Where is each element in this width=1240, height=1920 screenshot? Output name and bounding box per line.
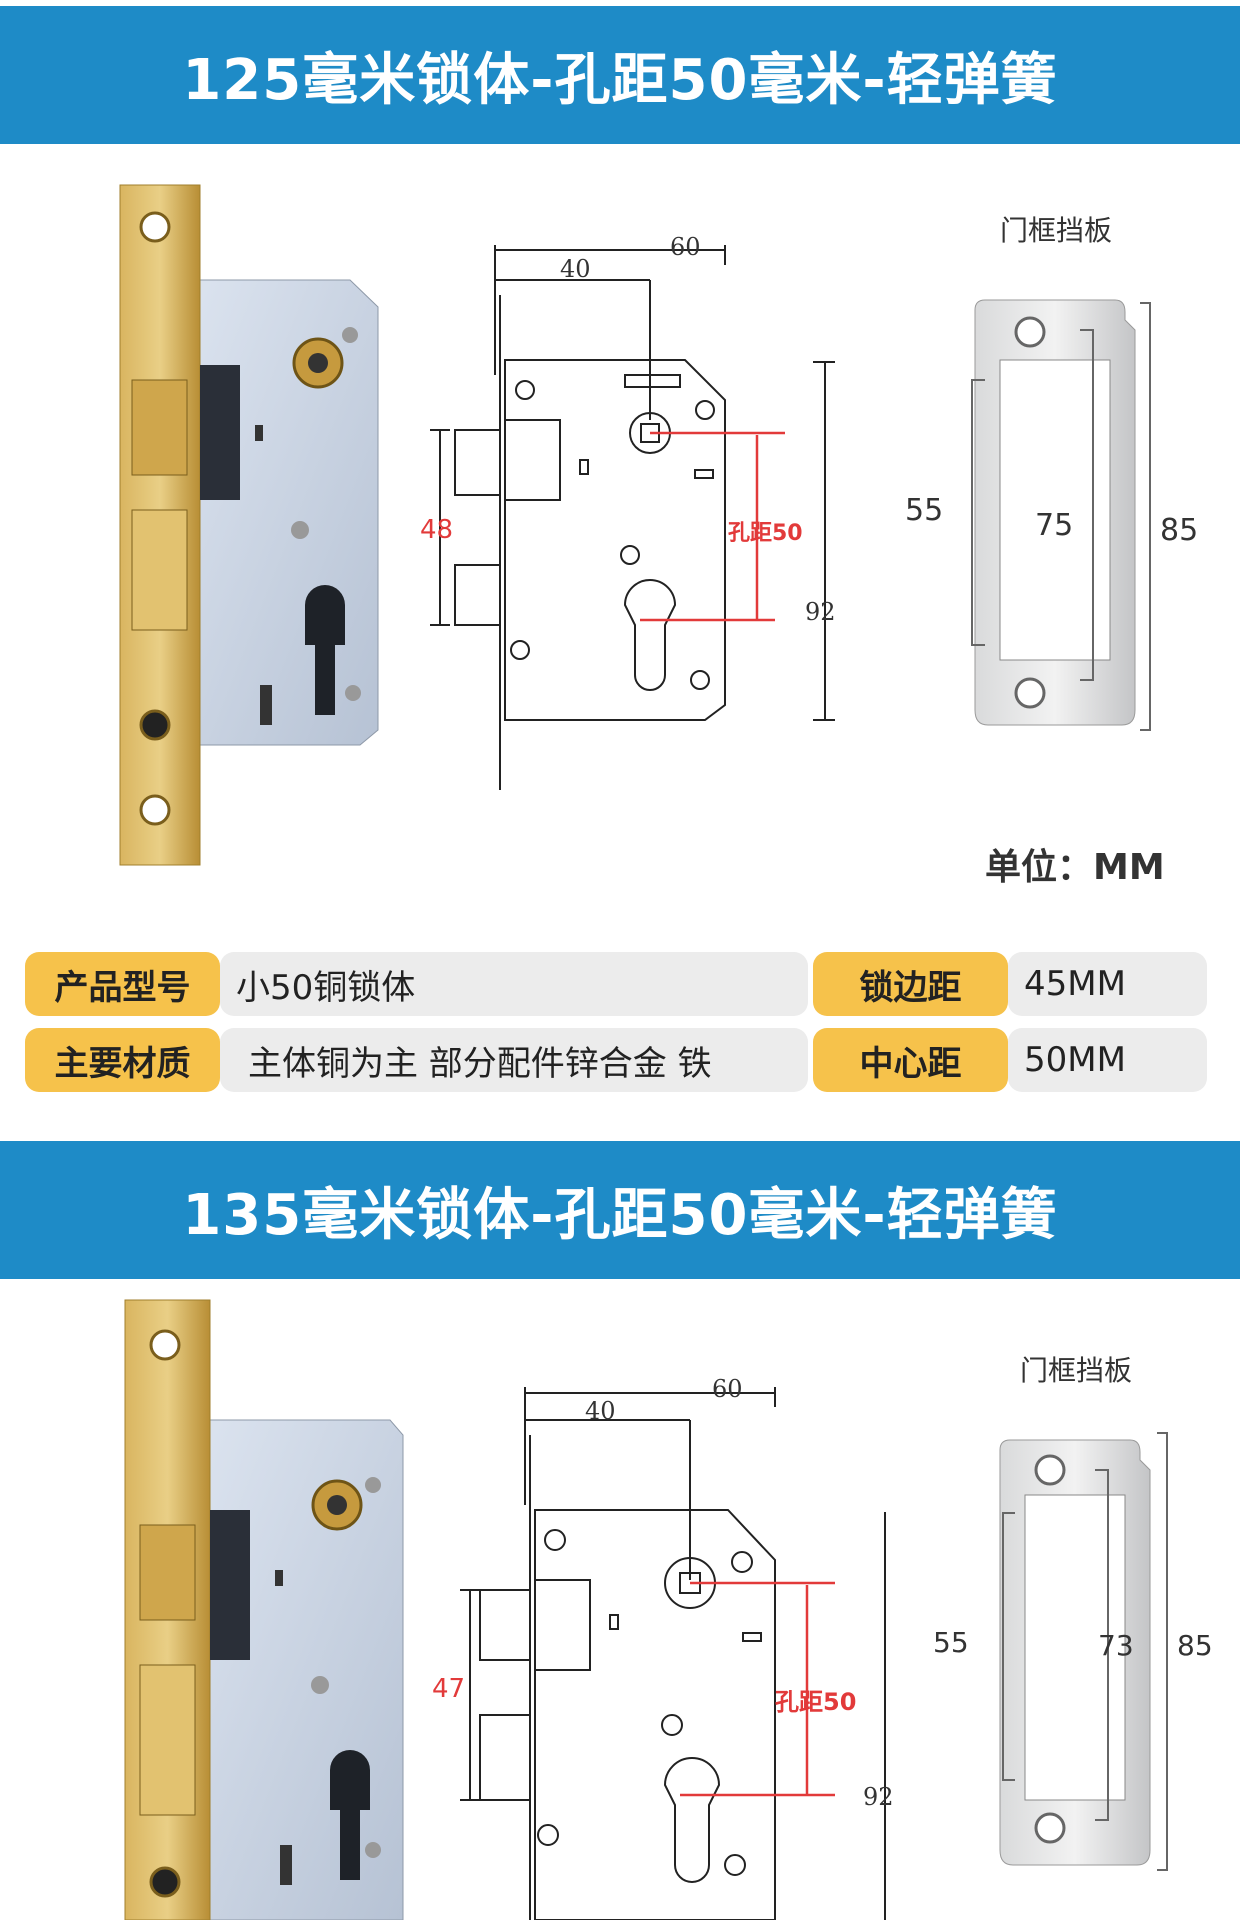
spec-label-center: 中心距 (813, 1028, 1008, 1092)
spec-value-model: 小50铜锁体 (220, 952, 808, 1016)
plate-2-dim-left: 55 (933, 1626, 969, 1659)
lock-body-photo-2 (124, 1299, 404, 1920)
plate-2-dim-right: 85 (1177, 1629, 1213, 1662)
lock-diagram-2: 40 60 47 孔距50 92 (432, 1375, 894, 1920)
spec-row-material: 主要材质 主体铜为主 部分配件锌合金 铁 中心距 50MM (25, 1028, 1207, 1092)
diagram-2-dim-40: 40 (585, 1397, 616, 1425)
spec-value-backset: 45MM (1008, 952, 1207, 1016)
spec-table: 产品型号 小50铜锁体 锁边距 45MM 主要材质 主体铜为主 部分配件锌合金 … (25, 952, 1207, 1104)
spec-row-model: 产品型号 小50铜锁体 锁边距 45MM (25, 952, 1207, 1016)
spec-label-model: 产品型号 (25, 952, 220, 1016)
strike-plate-2: 门框挡板 55 73 85 (933, 1354, 1213, 1871)
diagram-1-hole-label: 孔距50 (728, 521, 803, 546)
plate-2-dim-middle: 73 (1098, 1629, 1134, 1662)
diagram-2-hole-label: 孔距50 (775, 1688, 856, 1716)
section-2-banner: 135毫米锁体-孔距50毫米-轻弹簧 (0, 1141, 1240, 1279)
unit-label: 单位：MM (985, 847, 1165, 888)
diagram-2-dim-60: 60 (712, 1375, 743, 1403)
section-1-banner: 125毫米锁体-孔距50毫米-轻弹簧 (0, 6, 1240, 144)
section-1-title: 125毫米锁体-孔距50毫米-轻弹簧 (182, 47, 1058, 113)
plate-1-dim-middle: 75 (1035, 508, 1073, 543)
diagram-2-dim-92: 92 (863, 1783, 894, 1811)
section-2-title: 135毫米锁体-孔距50毫米-轻弹簧 (182, 1182, 1058, 1248)
strike-plate-1: 门框挡板 55 75 85 (905, 214, 1198, 731)
plate-1-title: 门框挡板 (1000, 214, 1112, 247)
diagram-1-dim-92: 92 (805, 598, 836, 626)
plate-2-title: 门框挡板 (1020, 1354, 1132, 1387)
spec-label-backset: 锁边距 (813, 952, 1008, 1016)
diagram-1-dim-60: 60 (670, 233, 701, 261)
lock-body-photo-1 (119, 184, 379, 866)
spec-value-material: 主体铜为主 部分配件锌合金 铁 (220, 1028, 808, 1092)
plate-1-dim-left: 55 (905, 493, 943, 528)
plate-1-dim-right: 85 (1160, 513, 1198, 548)
spec-label-material: 主要材质 (25, 1028, 220, 1092)
lock-diagram-1: 40 60 48 孔距50 92 (420, 233, 836, 790)
diagram-1-dim-left: 48 (420, 515, 453, 545)
spec-value-center: 50MM (1008, 1028, 1207, 1092)
diagram-1-dim-40: 40 (560, 255, 591, 283)
diagram-2-dim-left: 47 (432, 1674, 465, 1704)
